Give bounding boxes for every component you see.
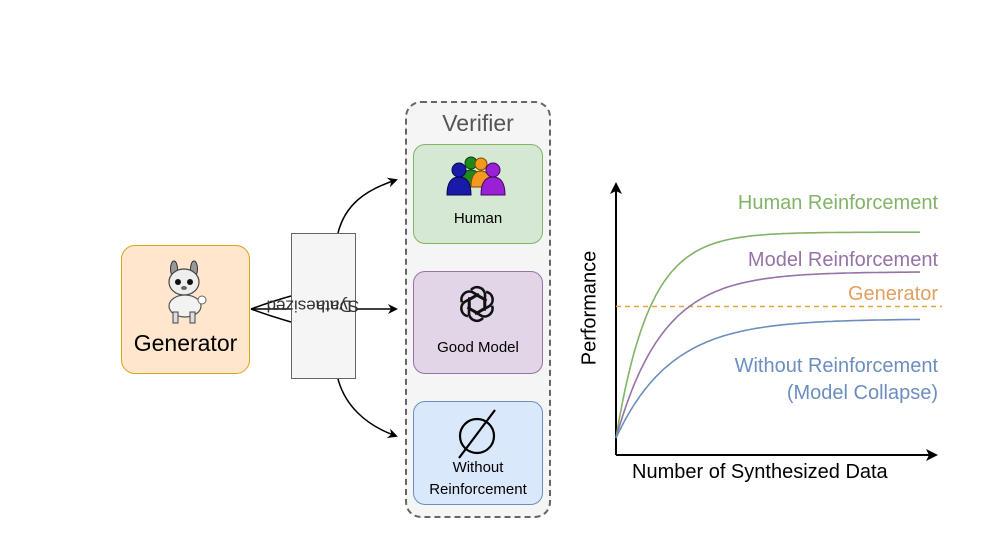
arrow-to-without [337, 378, 398, 439]
human-label: Human [453, 210, 503, 227]
x-axis-label: Number of Synthesized Data [632, 461, 888, 483]
gen-to-syn-line-bot [250, 308, 292, 323]
series-without-reinforcement [615, 318, 921, 439]
label-human-reinforcement: Human Reinforcement [737, 192, 938, 214]
series-human-reinforcement [615, 231, 920, 439]
verifier-title: Verifier [442, 110, 514, 136]
label-model-reinforcement: Model Reinforcement [747, 249, 938, 271]
llama-icon [168, 260, 207, 324]
good-model-label: Good Model [437, 339, 519, 356]
y-axis-label: Performance [578, 250, 601, 366]
arrow-to-human [337, 177, 398, 234]
label-without-reinforcement: Without Reinforcement [734, 355, 938, 377]
gen-to-syn-line-top [250, 295, 292, 310]
label-generator: Generator [847, 283, 938, 305]
series-model-reinforcement [615, 271, 920, 439]
label-model-collapse: (Model Collapse) [786, 382, 938, 404]
empty-set-icon [458, 409, 496, 459]
generator-label: Generator [133, 330, 238, 356]
without-label-line1: Without [452, 459, 504, 476]
synthesized-data-box [291, 233, 356, 379]
people-group-icon [446, 156, 506, 196]
without-label-line2: Reinforcement [429, 481, 527, 498]
openai-logo-icon [460, 285, 494, 323]
generator-box [121, 245, 250, 374]
